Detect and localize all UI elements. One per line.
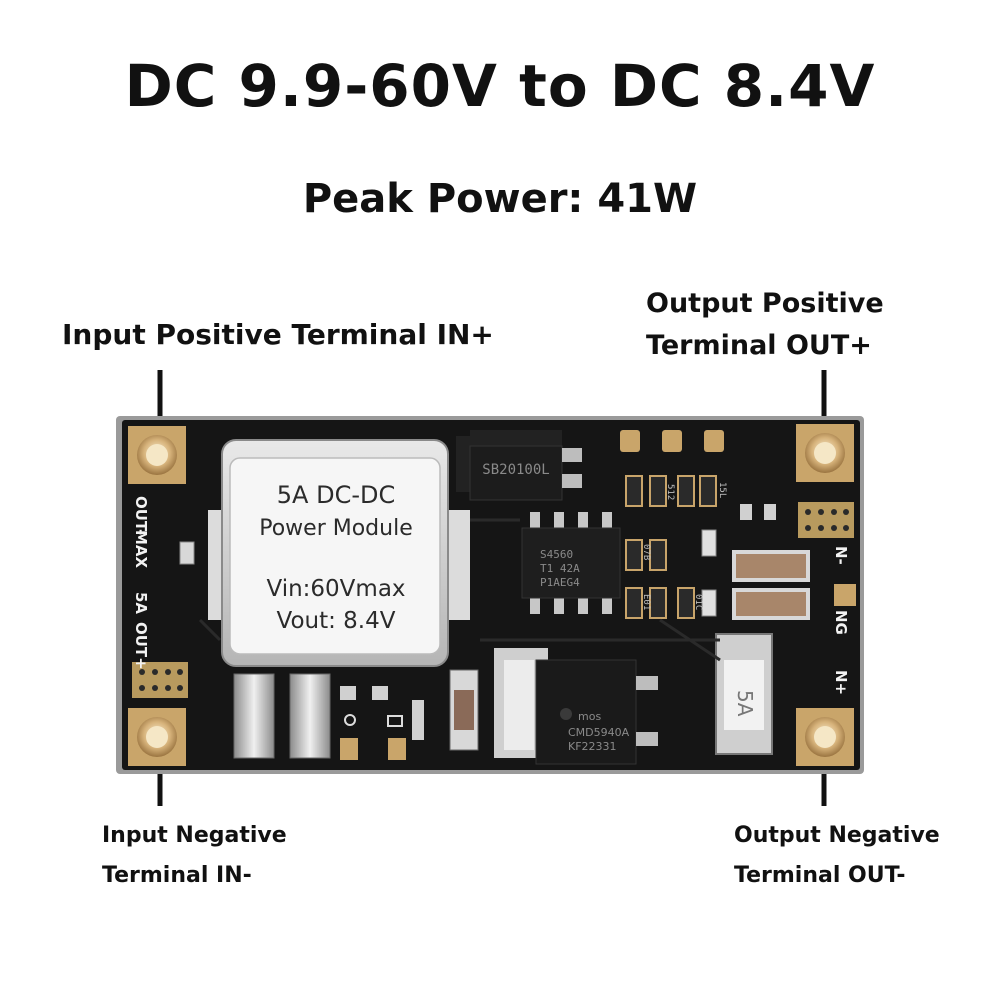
pad-in-pos: [128, 426, 186, 484]
res5-marking: 01C: [693, 594, 703, 610]
mosfet-brand: mos: [578, 710, 601, 723]
diode-marking: SB20100L: [482, 462, 549, 478]
silk-out-plus: OUT+: [132, 622, 150, 670]
res4-marking: E01: [641, 594, 651, 610]
label-output-negative-line1: Output Negative: [734, 823, 940, 848]
silk-max: MAX: [132, 530, 150, 569]
label-output-negative-line2: Terminal OUT-: [734, 863, 906, 888]
pad-out-pos: [796, 424, 854, 482]
ic-line2: T1 42A: [540, 562, 580, 575]
inductor-module: 5A DC-DC Power Module Vin:60Vmax Vout: 8…: [208, 439, 470, 667]
page-subtitle: Peak Power: 41W: [302, 176, 698, 222]
right-pad-array: [798, 502, 854, 538]
module-label-line1: 5A DC-DC: [277, 481, 395, 509]
left-pad-array: [132, 662, 188, 698]
resistor-array: 512 15L 07B E01 01C: [625, 475, 727, 619]
left-led: [179, 541, 195, 565]
label-input-positive: Input Positive Terminal IN+: [62, 318, 494, 351]
silk-ng: NG: [832, 610, 850, 635]
pad-out-neg: [796, 708, 854, 766]
label-output-negative: Output Negative Terminal OUT-: [734, 816, 940, 896]
fuse: 5A: [715, 633, 773, 755]
pad-in-neg: [128, 708, 186, 766]
smd-parts-bottom: [340, 686, 424, 760]
label-input-negative-line2: Terminal IN-: [102, 863, 252, 888]
label-output-positive-line2: Terminal OUT+: [646, 330, 872, 361]
input-caps: [233, 669, 479, 759]
label-output-positive: Output Positive Terminal OUT+: [646, 283, 884, 367]
fuse-marking: 5A: [733, 690, 757, 717]
mosfet: mos CMD5940A KF22331: [494, 648, 658, 765]
top-pads: [620, 430, 724, 452]
label-input-positive-text: Input Positive Terminal IN+: [62, 318, 494, 351]
silk-n-plus: N+: [832, 670, 850, 695]
label-input-negative: Input Negative Terminal IN-: [102, 816, 287, 896]
res2-marking: 15L: [717, 482, 727, 498]
ng-pad: [834, 584, 856, 606]
res3-marking: 07B: [641, 544, 651, 560]
ic-line1: S4560: [540, 548, 573, 561]
silk-out-minus: OUT-: [132, 496, 150, 535]
pcb-traces: [198, 518, 721, 662]
ceramic-caps-right: [732, 504, 810, 620]
silk-n-minus: N-: [832, 546, 850, 565]
mosfet-line2: KF22331: [568, 740, 617, 753]
module-label-line4: Vout: 8.4V: [277, 608, 396, 634]
page-title: DC 9.9-60V to DC 8.4V: [124, 52, 876, 120]
ic-line3: P1AEG4: [540, 576, 580, 589]
label-output-positive-line1: Output Positive: [646, 288, 884, 319]
module-label-line3: Vin:60Vmax: [266, 576, 405, 602]
controller-ic: S4560 T1 42A P1AEG4: [521, 512, 621, 614]
module-label-line2: Power Module: [259, 516, 413, 541]
res1-marking: 512: [665, 484, 675, 500]
silk-5a: 5A: [132, 592, 150, 614]
label-input-negative-line1: Input Negative: [102, 823, 287, 848]
schottky-diode: SB20100L: [456, 430, 582, 501]
mosfet-line1: CMD5940A: [568, 726, 630, 739]
